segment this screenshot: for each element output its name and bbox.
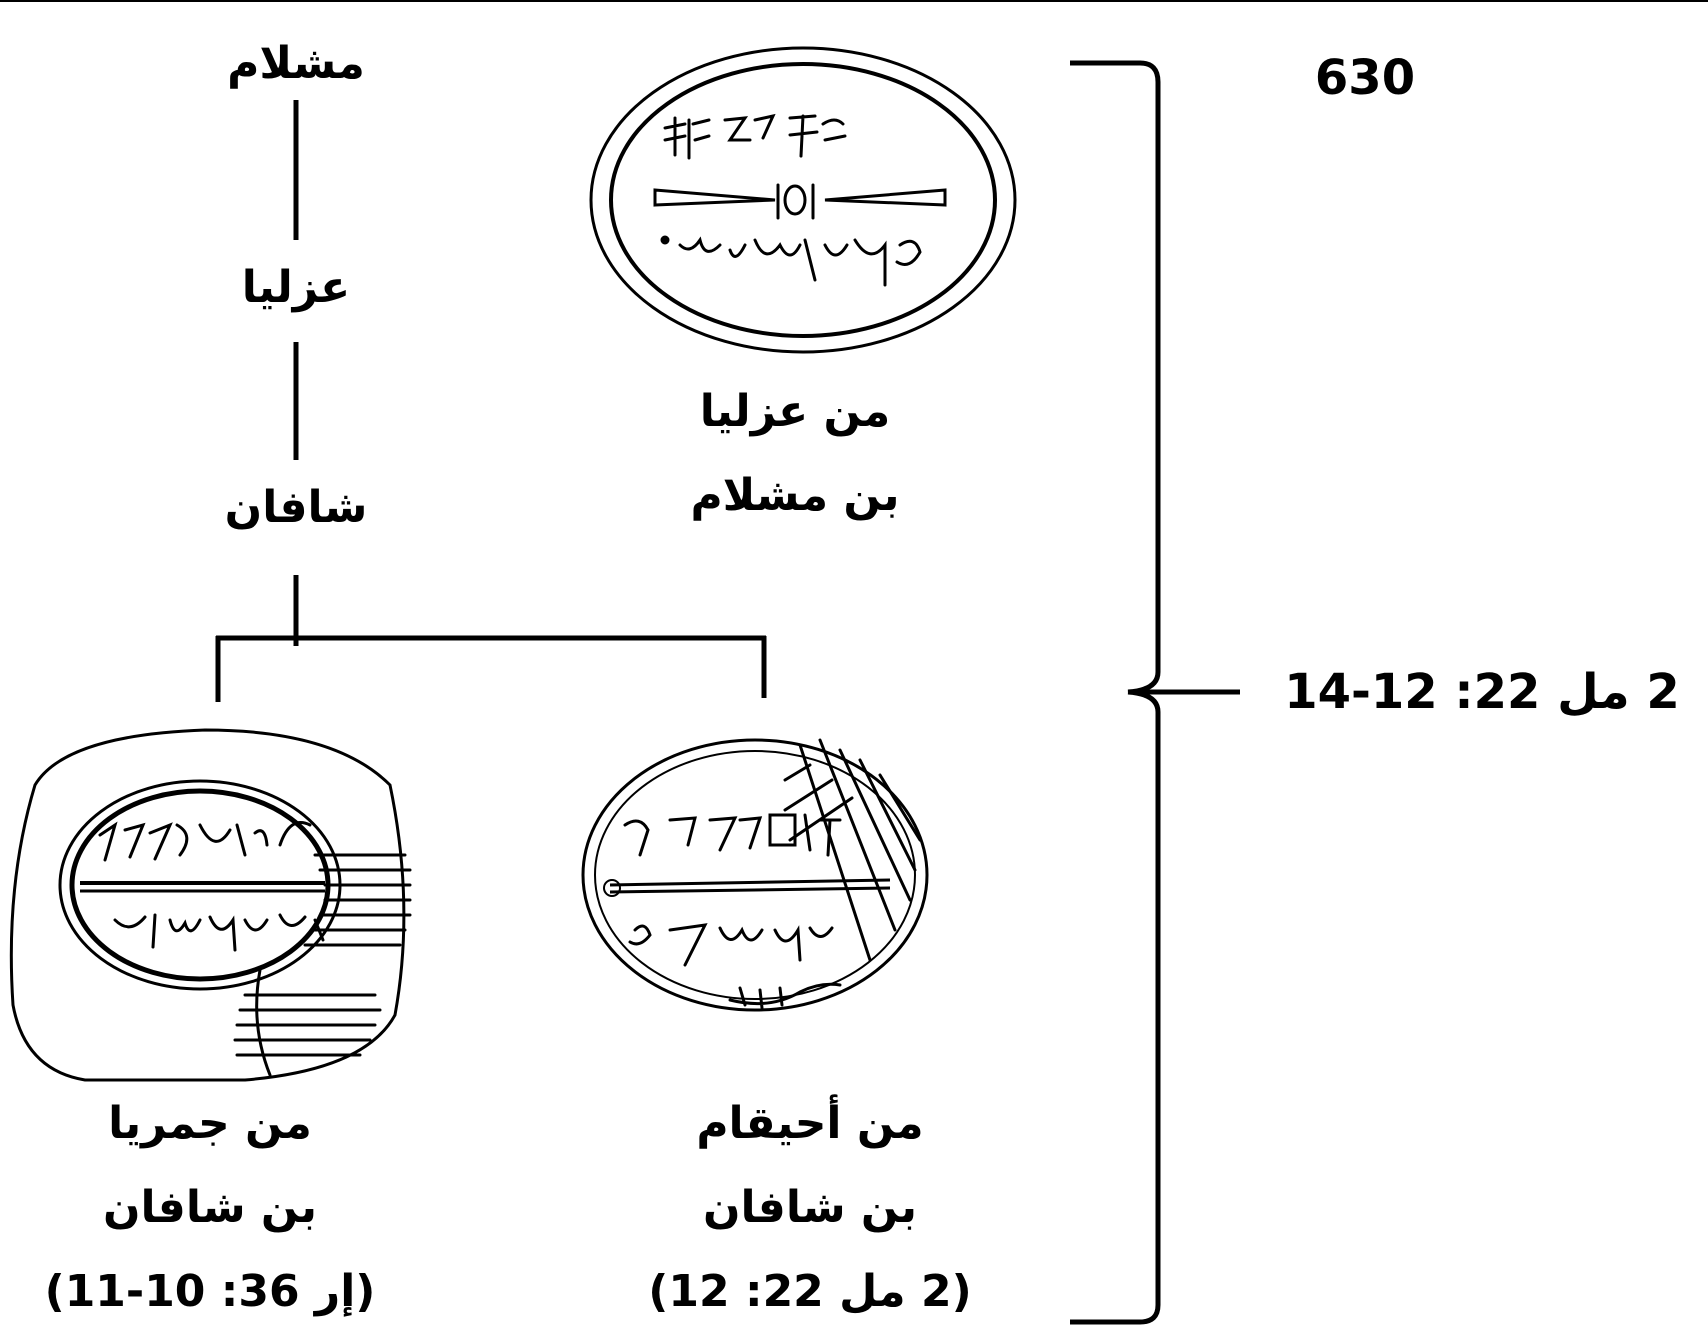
seal-caption-right: من أحيقام بن شافان (2 مل 22: 12) bbox=[600, 1082, 1020, 1334]
seal-right-line1: من أحيقام bbox=[696, 1098, 924, 1149]
tree-bottom-name: شافان bbox=[224, 482, 368, 533]
seal-left-line2: بن شافان bbox=[102, 1182, 318, 1233]
seal-caption-left: من جمريا بن شافان (إر 36: 10-11) bbox=[0, 1082, 420, 1334]
reference-label: 2 مل 22: 12-14 bbox=[1284, 664, 1680, 720]
seal-image-right bbox=[581, 738, 929, 1012]
seal-image-top bbox=[589, 46, 1017, 354]
seal-right-ref: (2 مل 22: 12) bbox=[648, 1266, 972, 1317]
top-border-line bbox=[0, 0, 1708, 2]
seal-left-line1: من جمريا bbox=[108, 1098, 312, 1149]
seal-image-left bbox=[9, 728, 412, 1082]
bracket-brace bbox=[1070, 60, 1240, 1325]
tree-root-name: مشلام bbox=[227, 38, 365, 89]
year-label: 630 bbox=[1314, 50, 1416, 106]
seal-caption-top: من عزليا بن مشلام bbox=[640, 370, 950, 538]
seal-left-ref: (إر 36: 10-11) bbox=[44, 1266, 376, 1317]
tree-middle-name: عزليا bbox=[241, 262, 351, 313]
seal-top-line2: بن مشلام bbox=[690, 470, 900, 521]
seal-top-line1: من عزليا bbox=[699, 386, 891, 437]
seal-right-line2: بن شافان bbox=[702, 1182, 918, 1233]
